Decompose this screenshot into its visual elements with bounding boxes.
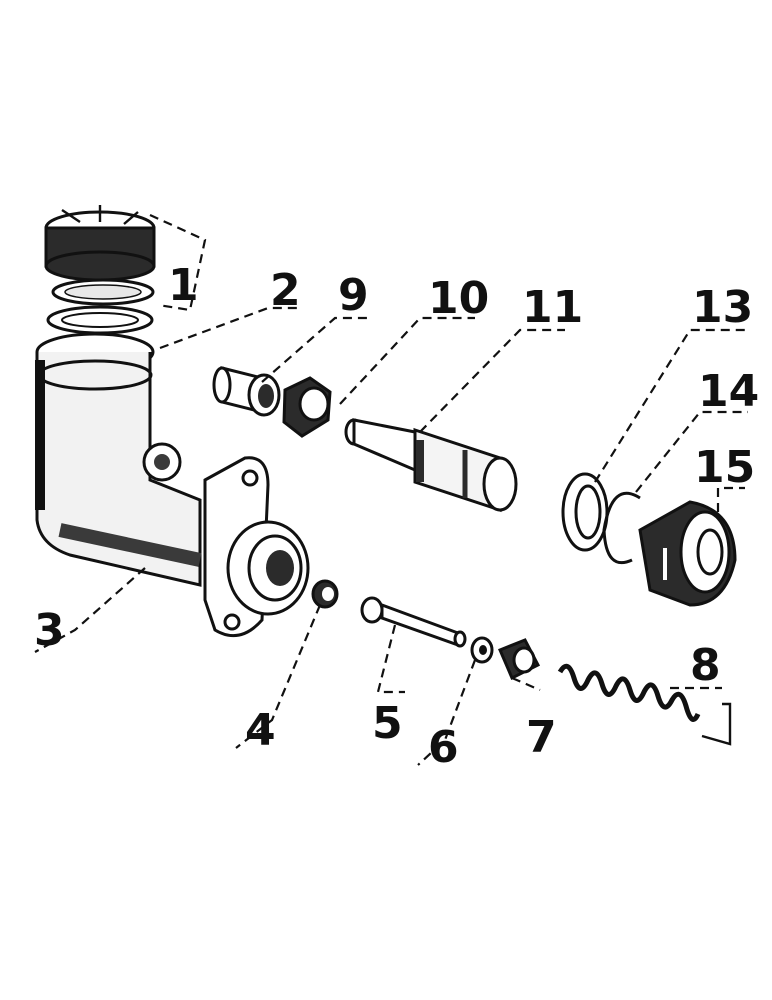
washer-part-13 bbox=[561, 472, 609, 552]
cylinder-body bbox=[35, 332, 310, 638]
callout-4: 4 bbox=[245, 705, 276, 756]
cup-part-4 bbox=[311, 579, 339, 609]
callout-5: 5 bbox=[372, 698, 403, 749]
callout-8: 8 bbox=[690, 640, 721, 691]
callout-2: 2 bbox=[270, 265, 301, 316]
callout-labels: 1 2 3 4 5 6 7 8 9 10 11 13 14 15 bbox=[34, 260, 759, 773]
callout-14: 14 bbox=[698, 366, 759, 417]
callout-13: 13 bbox=[692, 282, 753, 333]
push-rod-part-5 bbox=[360, 596, 467, 648]
boot-part-15 bbox=[638, 500, 737, 607]
circlip-part-14 bbox=[602, 491, 641, 565]
bushing-part-9 bbox=[212, 366, 281, 417]
reservoir-cap-assembly bbox=[44, 205, 156, 335]
callout-11: 11 bbox=[522, 282, 583, 333]
plunger-part-11 bbox=[344, 418, 518, 513]
callout-6: 6 bbox=[428, 722, 459, 773]
washer-part-6 bbox=[470, 636, 494, 664]
leader-lines bbox=[34, 213, 748, 766]
callout-7: 7 bbox=[526, 712, 557, 763]
callout-15: 15 bbox=[694, 442, 755, 493]
callout-9: 9 bbox=[338, 270, 369, 321]
callout-1: 1 bbox=[168, 260, 199, 311]
piston-part-7 bbox=[498, 638, 541, 681]
callout-10: 10 bbox=[428, 273, 489, 324]
spring-part-8 bbox=[557, 663, 701, 722]
callout-3: 3 bbox=[34, 605, 65, 656]
nut-part-10 bbox=[282, 376, 332, 438]
